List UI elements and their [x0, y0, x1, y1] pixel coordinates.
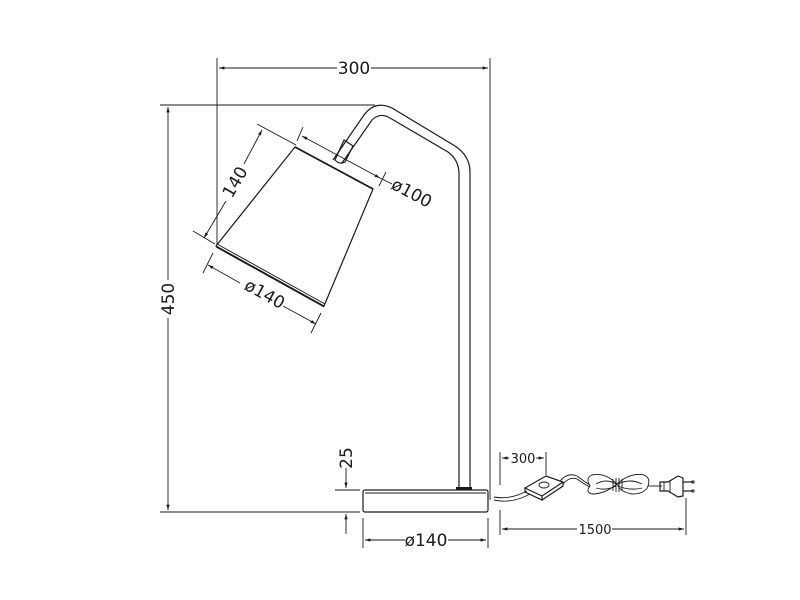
shade-height-dimension: 140 — [192, 123, 297, 245]
round-base — [362, 489, 489, 513]
switch-distance-dimension: 300 — [499, 452, 547, 485]
cable-length-dimension: 1500 — [499, 498, 687, 538]
base-diameter-dimension: ø140 — [362, 518, 489, 551]
overall-height-dimension: 450 — [159, 104, 375, 513]
base-height-label: 25 — [337, 447, 357, 469]
inline-switch — [523, 475, 565, 501]
base-height-dimension: 25 — [335, 447, 360, 534]
curved-arm — [332, 104, 472, 490]
overall-width-dimension: 300 — [216, 58, 491, 500]
overall-height-label: 450 — [159, 283, 179, 315]
shade-top-diameter-label: ø100 — [388, 175, 435, 213]
base-diameter-label: ø140 — [405, 531, 448, 551]
shade-bottom-diameter-dimension: ø140 — [202, 252, 322, 334]
power-cable — [493, 473, 695, 502]
overall-width-label: 300 — [338, 59, 370, 79]
switch-distance-label: 300 — [511, 452, 536, 467]
shade-bottom-diameter-label: ø140 — [241, 275, 288, 313]
euro-plug — [659, 475, 695, 498]
cable-length-label: 1500 — [578, 523, 611, 538]
cable-coil — [587, 473, 650, 495]
shade-top-diameter-dimension: ø100 — [296, 126, 435, 213]
arm-foot — [456, 487, 472, 490]
shade-height-label: 140 — [219, 163, 253, 201]
